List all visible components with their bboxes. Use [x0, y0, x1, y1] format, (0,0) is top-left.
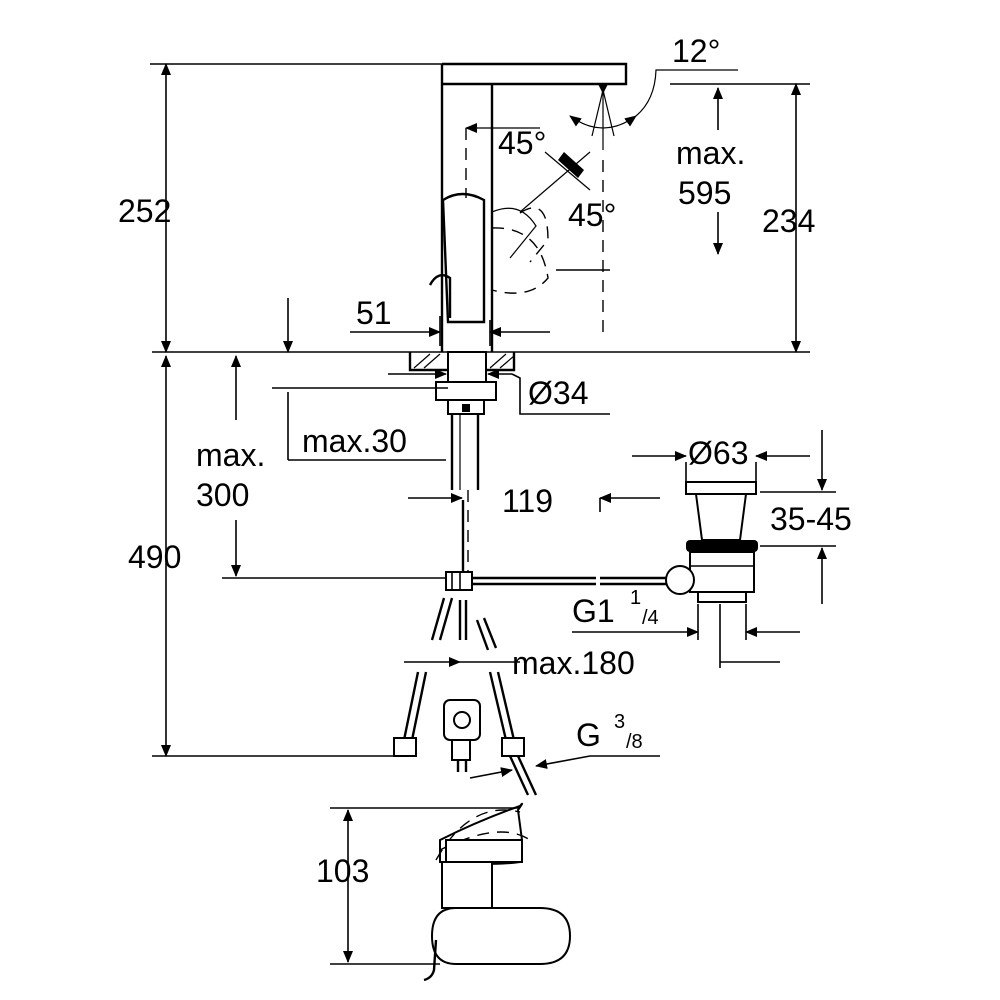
label-g1-den: /4 — [642, 607, 659, 629]
label-g38-num: 3 — [614, 711, 625, 733]
label-35-45: 35-45 — [770, 501, 852, 537]
label-103: 103 — [316, 853, 369, 889]
dimension-lines — [150, 63, 836, 779]
label-max300-value: 300 — [196, 477, 249, 513]
label-51: 51 — [356, 295, 392, 331]
label-g1-num: 1 — [630, 587, 641, 609]
under-deck-assembly — [435, 351, 497, 580]
label-angle-top: 45° — [498, 125, 546, 161]
label-234: 234 — [762, 203, 815, 239]
label-119: 119 — [502, 483, 553, 519]
waste-assembly — [665, 481, 758, 603]
label-g38-den: /8 — [626, 731, 643, 753]
label-490: 490 — [128, 539, 181, 575]
label-252: 252 — [118, 193, 171, 229]
label-max180: max.180 — [512, 645, 635, 681]
label-max30: max.30 — [302, 423, 407, 459]
label-d63: Ø63 — [688, 435, 748, 471]
label-d34: Ø34 — [528, 375, 588, 411]
faucet-top-view — [330, 802, 572, 982]
label-max-reach-text: max. — [676, 135, 745, 171]
faucet-above-deck — [428, 62, 738, 352]
label-max300-text: max. — [196, 437, 265, 473]
label-g38: G — [576, 717, 601, 753]
label-spray-angle: 12° — [672, 33, 720, 69]
label-max-reach-value: 595 — [678, 175, 731, 211]
hoses — [393, 571, 678, 796]
label-g1: G1 — [572, 593, 615, 629]
dimension-labels: 252 234 45° 45° 12° max. 595 51 Ø34 max.… — [118, 33, 852, 889]
label-angle-bottom: 45° — [568, 197, 616, 233]
